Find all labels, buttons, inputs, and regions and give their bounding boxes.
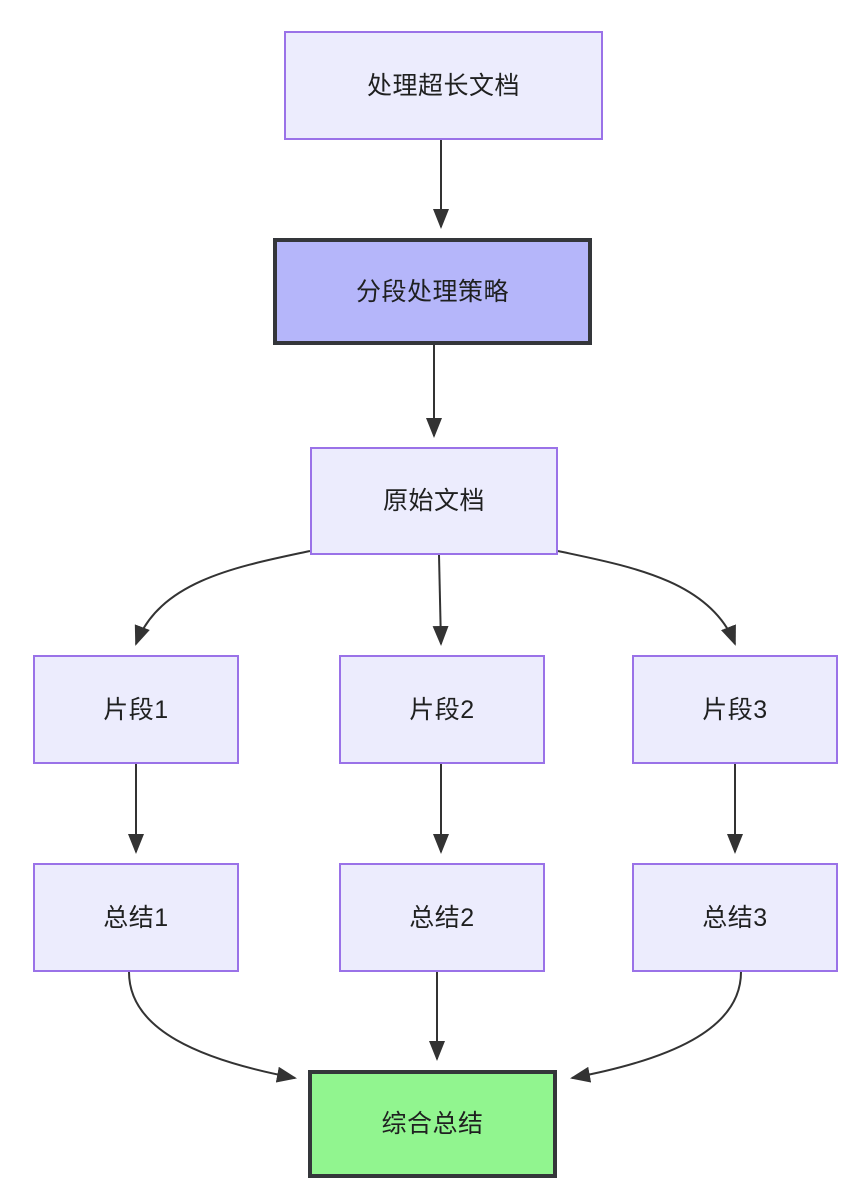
edge-summary1-to-final	[128, 971, 297, 1083]
node-chunk-3[interactable]: 片段3	[632, 655, 838, 764]
node-summary-2[interactable]: 总结2	[339, 863, 545, 972]
node-original-document[interactable]: 原始文档	[310, 447, 558, 555]
node-chunking-strategy[interactable]: 分段处理策略	[273, 238, 592, 345]
edge-summary3-to-final	[570, 971, 742, 1083]
node-label: 分段处理策略	[355, 277, 509, 306]
node-label: 片段3	[702, 695, 768, 724]
edge-original-to-chunk3	[557, 550, 736, 646]
node-label: 处理超长文档	[366, 71, 520, 100]
node-combined-summary[interactable]: 综合总结	[308, 1070, 557, 1178]
node-chunk-2[interactable]: 片段2	[339, 655, 545, 764]
node-summary-3[interactable]: 总结3	[632, 863, 838, 972]
node-chunk-1[interactable]: 片段1	[33, 655, 239, 764]
edge-original-to-chunk2	[432, 554, 449, 646]
node-process-long-document[interactable]: 处理超长文档	[284, 31, 603, 140]
node-label: 原始文档	[382, 487, 485, 515]
node-label: 片段1	[103, 695, 169, 724]
node-label: 综合总结	[381, 1110, 484, 1138]
node-label: 总结2	[409, 903, 475, 932]
node-label: 片段2	[409, 695, 475, 724]
node-summary-1[interactable]: 总结1	[33, 863, 239, 972]
node-label: 总结1	[103, 903, 169, 932]
node-label: 总结3	[702, 903, 768, 932]
edge-original-to-chunk1	[134, 550, 311, 646]
